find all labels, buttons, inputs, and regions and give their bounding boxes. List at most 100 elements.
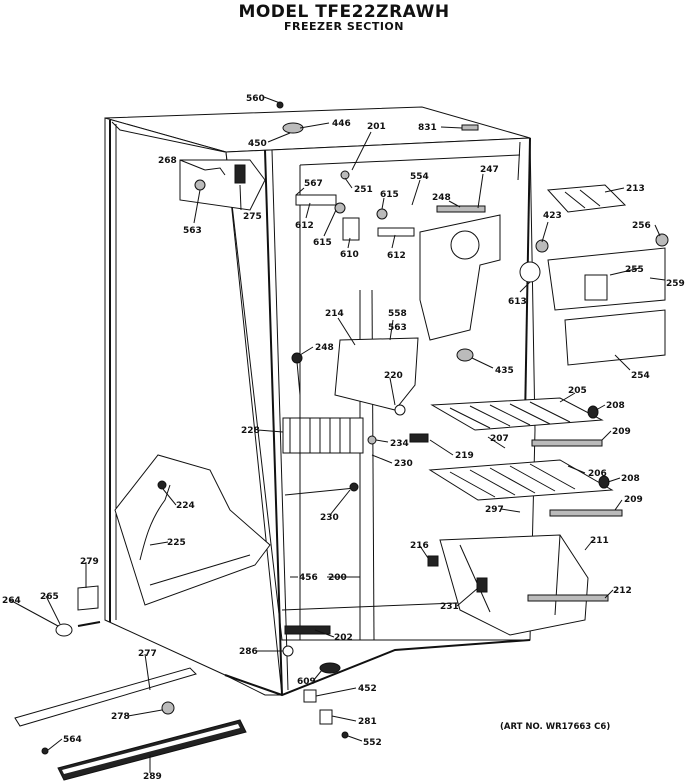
part-248-strip xyxy=(436,205,486,213)
callout-423: 423 xyxy=(543,211,562,221)
callout-255: 255 xyxy=(625,265,644,275)
heater-rod-230 xyxy=(284,487,356,496)
part-612-bracket xyxy=(295,194,337,206)
part-831 xyxy=(461,124,479,131)
callout-831: 831 xyxy=(418,123,437,133)
callout-279: 279 xyxy=(80,557,99,567)
basket-rail-212 xyxy=(527,594,609,602)
callout-212: 212 xyxy=(613,586,632,596)
callout-615b: 615 xyxy=(313,238,332,248)
callout-452: 452 xyxy=(358,684,377,694)
part-612-rail xyxy=(377,227,415,237)
callout-275: 275 xyxy=(243,212,262,222)
callout-563b: 563 xyxy=(388,323,407,333)
callout-256: 256 xyxy=(632,221,651,231)
callout-446: 446 xyxy=(332,119,351,129)
roller-264 xyxy=(55,623,73,637)
callout-552: 552 xyxy=(363,738,382,748)
callout-265: 265 xyxy=(40,592,59,602)
leader-lines xyxy=(9,96,666,773)
callout-248b: 248 xyxy=(315,343,334,353)
part-446 xyxy=(282,122,304,134)
callout-206: 206 xyxy=(588,469,607,479)
fan-blade xyxy=(519,261,541,283)
callout-268: 268 xyxy=(158,156,177,166)
callout-558: 558 xyxy=(388,309,407,319)
callout-563a: 563 xyxy=(183,226,202,236)
callout-456: 456 xyxy=(299,573,318,583)
part-278 xyxy=(161,701,175,715)
callout-259: 259 xyxy=(666,279,685,289)
callout-609: 609 xyxy=(297,677,316,687)
callout-554: 554 xyxy=(410,172,429,182)
callout-247: 247 xyxy=(480,165,499,175)
section-title: FREEZER SECTION xyxy=(284,20,404,33)
callout-216: 216 xyxy=(410,541,429,551)
switch-part xyxy=(234,164,246,184)
part-610 xyxy=(342,217,360,241)
callout-209a: 209 xyxy=(612,427,631,437)
callout-200: 200 xyxy=(328,573,347,583)
callout-225: 225 xyxy=(167,538,186,548)
callout-205: 205 xyxy=(568,386,587,396)
part-435 xyxy=(456,348,474,362)
callout-202: 202 xyxy=(334,633,353,643)
callout-208b: 208 xyxy=(621,474,640,484)
callout-564: 564 xyxy=(63,735,82,745)
callout-209b: 209 xyxy=(624,495,643,505)
callout-labels: 560 446 450 201 831 268 567 251 615 554 … xyxy=(2,94,685,782)
callout-213: 213 xyxy=(626,184,645,194)
shelf-205 xyxy=(430,397,604,431)
model-title: MODEL TFE22ZRAWH xyxy=(238,2,450,22)
callout-289: 289 xyxy=(143,772,162,782)
callout-201: 201 xyxy=(367,122,386,132)
basket-211 xyxy=(439,534,589,636)
evaporator-coil xyxy=(282,417,364,454)
callout-248a: 248 xyxy=(432,193,451,203)
callout-207: 207 xyxy=(490,434,509,444)
callout-612b: 612 xyxy=(387,251,406,261)
callout-234: 234 xyxy=(390,439,409,449)
door-liner xyxy=(114,454,271,606)
callout-228: 228 xyxy=(241,426,260,436)
callout-211: 211 xyxy=(590,536,609,546)
callout-230b: 230 xyxy=(320,513,339,523)
shelf-rail-209a xyxy=(531,439,603,447)
callout-450: 450 xyxy=(248,139,267,149)
grille-289 xyxy=(57,719,247,781)
screw-560 xyxy=(276,101,284,109)
callout-214: 214 xyxy=(325,309,344,319)
callout-435: 435 xyxy=(495,366,514,376)
part-254-panel xyxy=(564,309,666,366)
callout-560: 560 xyxy=(246,94,265,104)
callout-231: 231 xyxy=(440,602,459,612)
shelf-rail-209b xyxy=(549,509,623,517)
callout-219: 219 xyxy=(455,451,474,461)
fan-shroud xyxy=(419,214,501,341)
plate-214 xyxy=(334,337,419,411)
callout-281: 281 xyxy=(358,717,377,727)
callout-615a: 615 xyxy=(380,190,399,200)
callout-230a: 230 xyxy=(394,459,413,469)
callout-251: 251 xyxy=(354,185,373,195)
callout-613: 613 xyxy=(508,297,527,307)
callout-264: 264 xyxy=(2,596,21,606)
part-202 xyxy=(284,625,331,635)
callout-254: 254 xyxy=(631,371,650,381)
part-219 xyxy=(409,433,429,443)
callout-612a: 612 xyxy=(295,221,314,231)
callout-286: 286 xyxy=(239,647,258,657)
callout-297: 297 xyxy=(485,505,504,515)
callout-610: 610 xyxy=(340,250,359,260)
lamp-socket-part xyxy=(194,179,206,191)
callout-278: 278 xyxy=(111,712,130,722)
callout-208a: 208 xyxy=(606,401,625,411)
callout-220: 220 xyxy=(384,371,403,381)
bracket-279 xyxy=(77,585,99,611)
callout-567: 567 xyxy=(304,179,323,189)
rail-277 xyxy=(14,667,197,727)
ice-tray xyxy=(546,184,627,213)
art-number: (ART NO. WR17663 C6) xyxy=(500,722,611,732)
callout-277: 277 xyxy=(138,649,157,659)
